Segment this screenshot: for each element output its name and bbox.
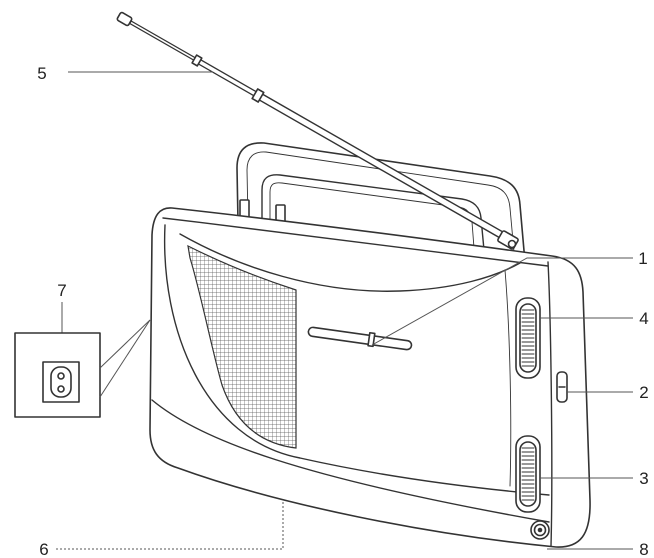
tuning-pointer <box>367 331 376 348</box>
lower-knob-wheel <box>519 441 537 507</box>
ac-socket-opening <box>50 366 72 398</box>
radio-body <box>149 207 591 548</box>
callout-label-6: 6 <box>39 540 48 558</box>
lower-thumbwheel-knob <box>515 435 541 513</box>
antenna-pivot <box>507 239 517 249</box>
ac-socket-pin-lower <box>57 385 65 393</box>
ac-socket-inset <box>14 319 151 418</box>
top-bevel-line <box>162 217 549 267</box>
bottom-band-curve <box>151 399 550 523</box>
tuning-dial <box>307 326 413 351</box>
inset-pointer-upper <box>99 319 151 369</box>
antenna-segment-3-fill <box>257 93 504 238</box>
antenna-collar-1 <box>191 54 203 67</box>
top-cap-curve <box>179 233 521 292</box>
upper-thumbwheel-knob <box>515 297 541 379</box>
callout-label-5: 5 <box>37 64 46 83</box>
antenna-collar-2 <box>251 88 265 103</box>
jack-hole <box>537 527 543 533</box>
headphone-jack <box>530 520 550 540</box>
callout-label-2: 2 <box>639 383 648 402</box>
side-switch <box>556 371 568 403</box>
ac-socket-pin-upper <box>57 372 65 380</box>
callout-label-1: 1 <box>638 249 647 268</box>
handle-opening <box>261 174 485 251</box>
handle-top-surface-line <box>246 151 515 253</box>
speaker-grille <box>187 244 297 449</box>
antenna-segment-2-fill <box>197 59 258 97</box>
front-swoosh-curve <box>163 224 550 496</box>
leader-6 <box>56 500 284 550</box>
leader-1 <box>371 257 633 346</box>
upper-knob-ridges <box>521 309 535 367</box>
inset-pointer-lower <box>99 319 151 398</box>
telescopic-antenna <box>116 11 519 250</box>
callout-label-4: 4 <box>639 309 648 328</box>
side-face-edge <box>547 261 553 547</box>
callout-label-8: 8 <box>639 540 648 558</box>
lower-knob-ridges <box>521 447 535 501</box>
antenna-segment-1-fill <box>130 21 197 61</box>
tuning-window <box>307 326 413 351</box>
antenna-tip-knob <box>116 11 133 27</box>
callout-labels: 5 7 6 1 4 2 3 8 <box>37 64 648 558</box>
callout-label-7: 7 <box>57 281 66 300</box>
callout-label-3: 3 <box>639 469 648 488</box>
front-panel-right-edge <box>504 269 512 487</box>
